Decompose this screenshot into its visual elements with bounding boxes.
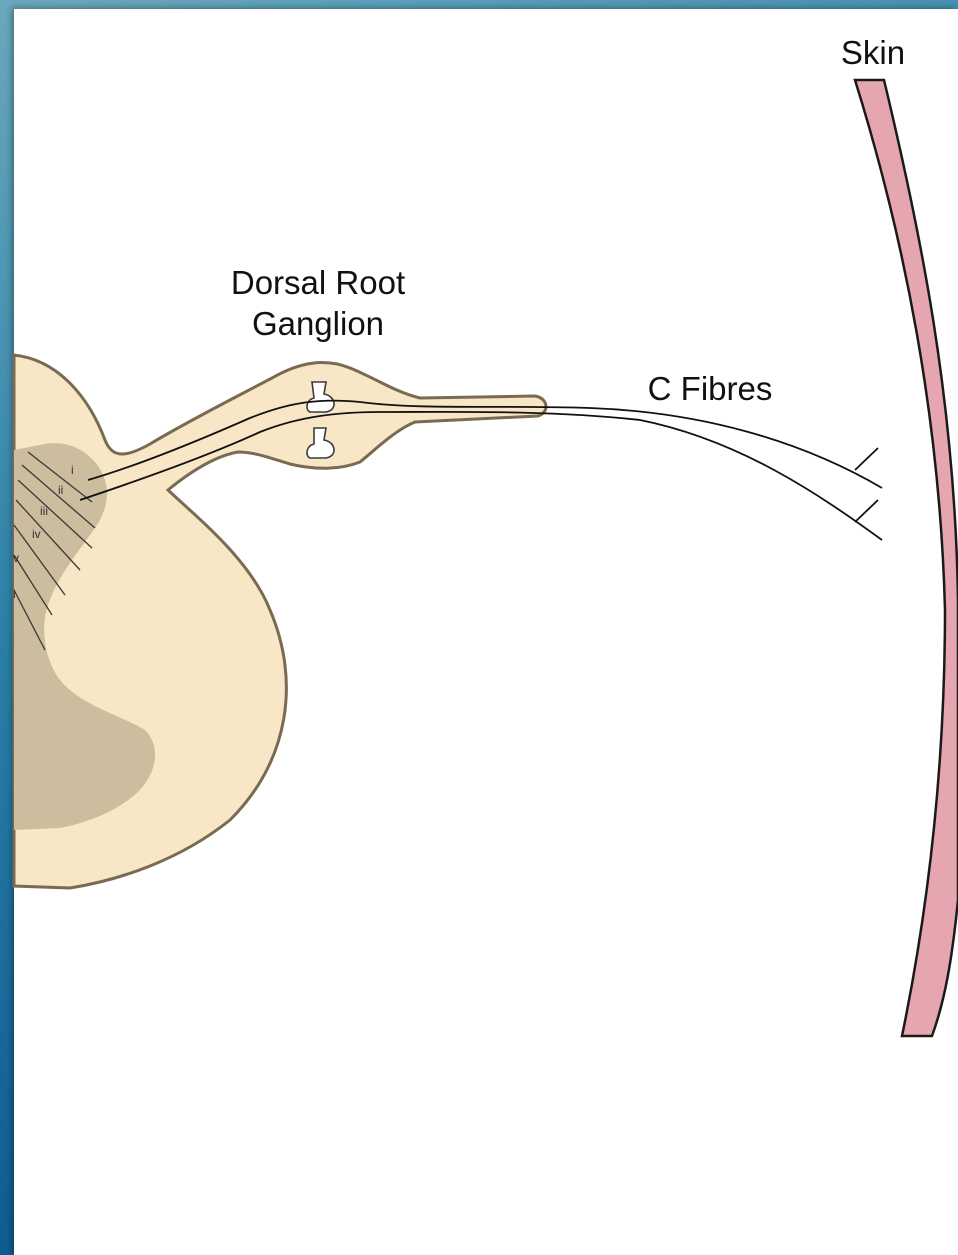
lamina-label-ii: ii <box>58 483 63 497</box>
lamina-label-i: i <box>71 463 74 477</box>
c-fibres-label: C Fibres <box>620 368 800 409</box>
lamina-label-v: v <box>13 551 19 565</box>
c-fibre-ending-lower <box>855 500 878 522</box>
skin-layer <box>855 80 958 1036</box>
skin-label: Skin <box>818 32 928 73</box>
lamina-label-iv: iv <box>32 527 41 541</box>
dorsal-root-ganglion-label: Dorsal Root Ganglion <box>198 262 438 345</box>
lamina-label-iii: iii <box>40 504 48 518</box>
c-fibre-ending-upper <box>855 448 878 470</box>
lamina-label-vi: i <box>13 587 16 601</box>
